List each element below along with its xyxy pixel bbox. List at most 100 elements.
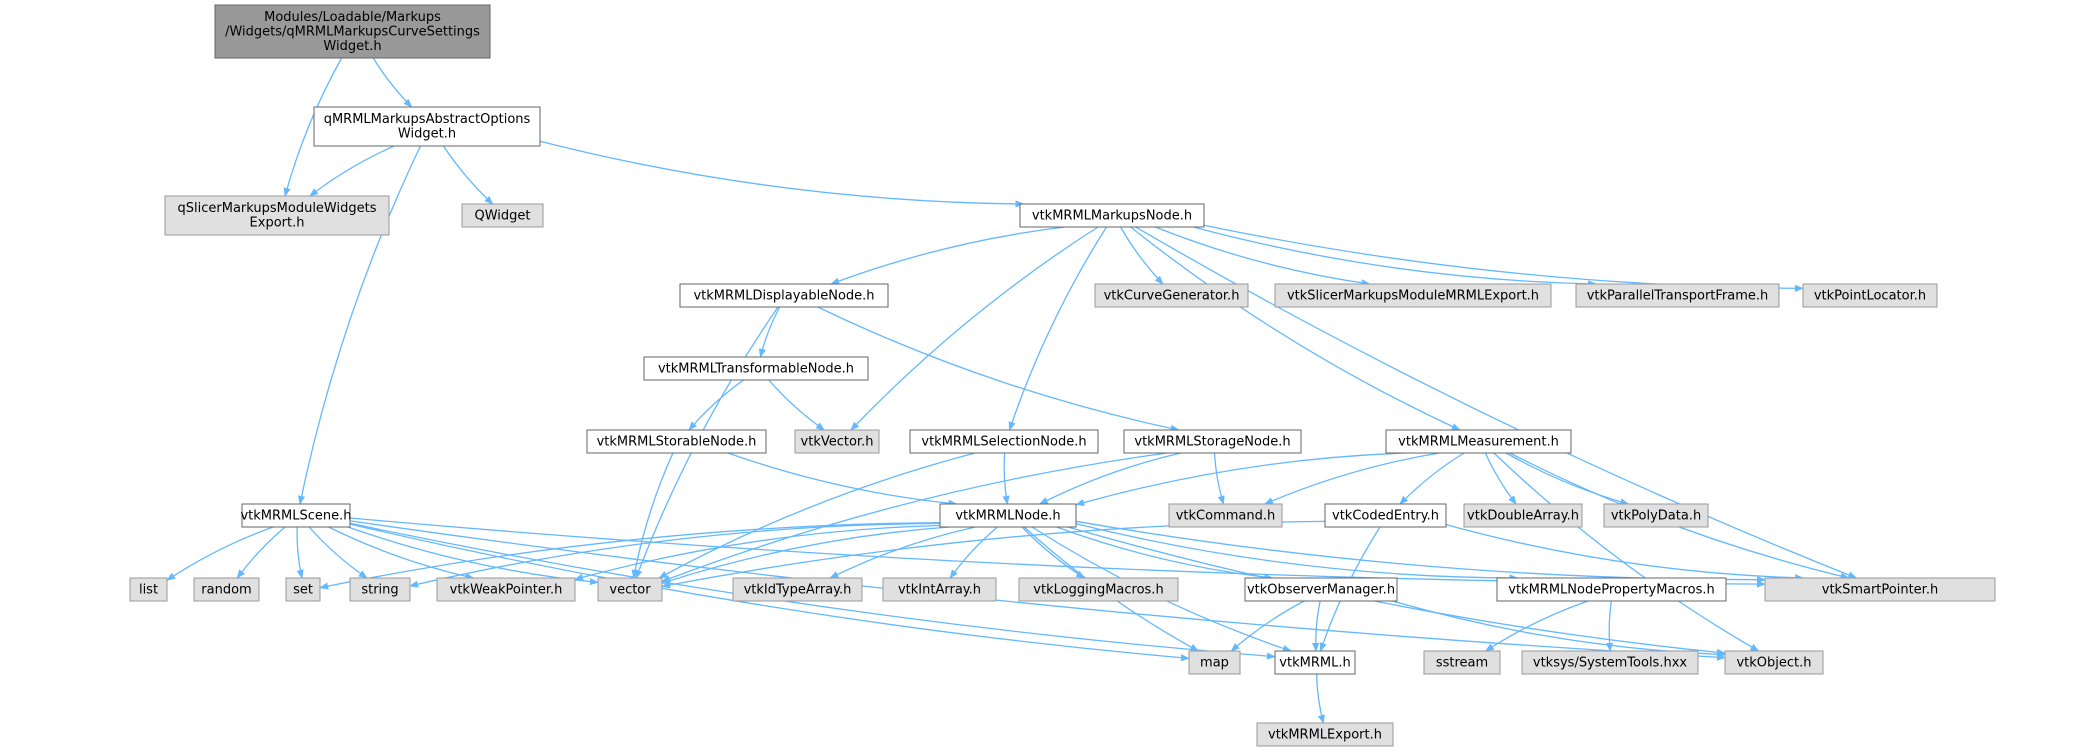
edge-scene-to-string	[308, 526, 368, 579]
node-vtkobject[interactable]: vtkObject.h	[1724, 650, 1824, 675]
node-vtkmrml-box	[1274, 650, 1356, 675]
node-mrmlexport-label-line-0: vtkMRMLExport.h	[1268, 727, 1382, 742]
edge-propmacros-to-sstream	[1484, 600, 1589, 652]
node-polydata-box	[1603, 503, 1709, 528]
node-vtkmrml[interactable]: vtkMRML.h	[1274, 650, 1356, 675]
edge-observer-to-vtkmrml	[1312, 600, 1321, 652]
node-intarray-box	[882, 577, 997, 602]
edge-storage-to-vector	[661, 452, 1168, 583]
node-string-box	[349, 577, 411, 602]
node-qslicerexp-box	[164, 195, 390, 236]
edge-observer-to-map	[1230, 600, 1305, 652]
node-markupsnode[interactable]: vtkMRMLMarkupsNode.h	[1019, 203, 1205, 228]
node-command-label-line-0: vtkCommand.h	[1176, 508, 1276, 523]
node-weakptr[interactable]: vtkWeakPointer.h	[436, 577, 576, 602]
node-transformable[interactable]: vtkMRMLTransformableNode.h	[643, 356, 869, 381]
node-command[interactable]: vtkCommand.h	[1168, 503, 1283, 528]
node-displayable[interactable]: vtkMRMLDisplayableNode.h	[679, 283, 889, 308]
node-vector[interactable]: vector	[597, 577, 663, 602]
node-curvegen[interactable]: vtkCurveGenerator.h	[1094, 283, 1249, 308]
edge-transformable-to-vtkvector	[768, 379, 825, 431]
node-selection-box	[909, 429, 1099, 454]
edges	[166, 57, 1858, 724]
edge-selection-to-vector	[658, 452, 976, 579]
node-observer-box	[1244, 577, 1398, 602]
node-string[interactable]: string	[349, 577, 411, 602]
node-vtkmrml-label-line-0: vtkMRML.h	[1279, 655, 1350, 670]
node-intarray[interactable]: vtkIntArray.h	[882, 577, 997, 602]
node-codedentry[interactable]: vtkCodedEntry.h	[1324, 503, 1447, 528]
edge-scene-to-map	[349, 523, 1190, 662]
edge-storage-to-mrmlnode	[1038, 452, 1181, 505]
node-paralleltf[interactable]: vtkParallelTransportFrame.h	[1575, 283, 1780, 308]
node-logging[interactable]: vtkLoggingMacros.h	[1018, 577, 1179, 602]
node-propmacros[interactable]: vtkMRMLNodePropertyMacros.h	[1496, 577, 1727, 602]
node-curvegen-label-line-0: vtkCurveGenerator.h	[1104, 288, 1240, 303]
edge-mrmlnode-to-weakptr	[574, 524, 941, 581]
node-qslicerexp-label-line-1: Export.h	[250, 216, 305, 231]
node-transformable-box	[643, 356, 869, 381]
node-sstream-box	[1423, 650, 1501, 675]
node-list[interactable]: list	[129, 577, 168, 602]
node-map-label-line-0: map	[1200, 655, 1229, 670]
node-mrmlnode[interactable]: vtkMRMLNode.h	[939, 503, 1077, 528]
node-observer-label-line-0: vtkObserverManager.h	[1247, 582, 1395, 597]
node-random[interactable]: random	[193, 577, 260, 602]
node-curvegen-box	[1094, 283, 1249, 308]
node-command-box	[1168, 503, 1283, 528]
edge-markupsnode-to-curvegen	[1120, 226, 1164, 285]
node-scene[interactable]: vtkMRMLScene.h	[240, 503, 352, 528]
node-set[interactable]: set	[285, 577, 321, 602]
node-root-label-line-0: Modules/Loadable/Markups	[264, 10, 441, 25]
node-doublearray[interactable]: vtkDoubleArray.h	[1463, 503, 1583, 528]
node-paralleltf-box	[1575, 283, 1780, 308]
node-intarray-label-line-0: vtkIntArray.h	[898, 582, 981, 597]
node-set-label-line-0: set	[293, 582, 313, 597]
node-idtype[interactable]: vtkIdTypeArray.h	[732, 577, 863, 602]
node-sstream-label-line-0: sstream	[1436, 655, 1488, 670]
node-measurement-box	[1385, 429, 1572, 454]
edge-storage-to-command	[1213, 452, 1225, 505]
node-selection[interactable]: vtkMRMLSelectionNode.h	[909, 429, 1099, 454]
node-observer[interactable]: vtkObserverManager.h	[1244, 577, 1398, 602]
node-storage[interactable]: vtkMRMLStorageNode.h	[1123, 429, 1302, 454]
node-propmacros-box	[1496, 577, 1727, 602]
node-pointloc[interactable]: vtkPointLocator.h	[1802, 283, 1938, 308]
edge-mrmlnode-to-intarray	[949, 526, 998, 579]
node-mrmlexport[interactable]: vtkMRMLExport.h	[1256, 722, 1394, 747]
node-root[interactable]: Modules/Loadable/Markups/Widgets/qMRMLMa…	[214, 4, 491, 59]
node-propmacros-label-line-0: vtkMRMLNodePropertyMacros.h	[1508, 582, 1714, 597]
edge-root-to-absopts	[372, 57, 413, 108]
edge-mrmlnode-to-set	[319, 521, 941, 590]
node-map[interactable]: map	[1188, 650, 1241, 675]
node-smartptr-label-line-0: vtkSmartPointer.h	[1822, 582, 1938, 597]
node-qwidget[interactable]: QWidget	[461, 203, 544, 228]
node-measurement[interactable]: vtkMRMLMeasurement.h	[1385, 429, 1572, 454]
node-set-box	[285, 577, 321, 602]
edge-absopts-to-qwidget	[442, 145, 494, 205]
node-sstream[interactable]: sstream	[1423, 650, 1501, 675]
node-transformable-label-line-0: vtkMRMLTransformableNode.h	[658, 361, 854, 376]
node-doublearray-label-line-0: vtkDoubleArray.h	[1467, 508, 1579, 523]
node-polydata[interactable]: vtkPolyData.h	[1603, 503, 1709, 528]
node-systools[interactable]: vtksys/SystemTools.hxx	[1521, 650, 1699, 675]
node-slicermrmlexp[interactable]: vtkSlicerMarkupsModuleMRMLExport.h	[1274, 283, 1552, 308]
node-scene-label-line-0: vtkMRMLScene.h	[240, 508, 351, 523]
node-vector-label-line-0: vector	[609, 582, 651, 597]
edge-mrmlnode-to-vector	[661, 526, 950, 585]
node-storable[interactable]: vtkMRMLStorableNode.h	[586, 429, 767, 454]
edge-storable-to-mrmlnode	[727, 452, 958, 507]
node-codedentry-box	[1324, 503, 1447, 528]
edge-displayable-to-transformable	[758, 306, 781, 358]
node-vector-box	[597, 577, 663, 602]
node-absopts-box	[313, 106, 541, 147]
node-vtkobject-label-line-0: vtkObject.h	[1736, 655, 1811, 670]
edge-measurement-to-mrmlnode	[1075, 452, 1406, 507]
node-vtkobject-box	[1724, 650, 1824, 675]
node-vtkvector[interactable]: vtkVector.h	[794, 429, 880, 454]
edge-observer-to-vtkobject	[1392, 600, 1726, 658]
node-smartptr[interactable]: vtkSmartPointer.h	[1764, 577, 1996, 602]
edge-markupsnode-to-measurement	[1130, 226, 1461, 431]
